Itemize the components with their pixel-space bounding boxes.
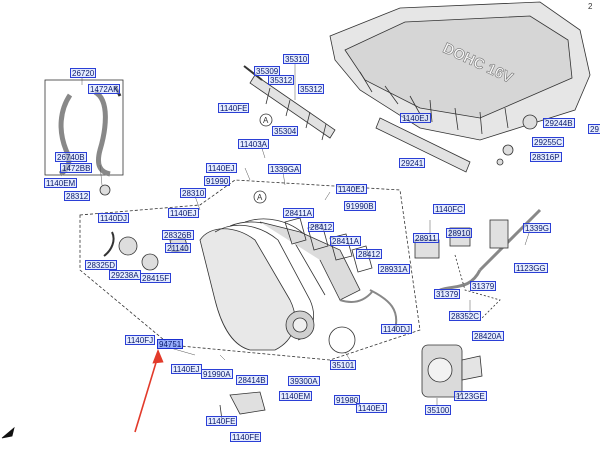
page-number: 2: [588, 2, 593, 11]
part-label-35312[interactable]: 35312: [268, 75, 295, 85]
pointer-arrow: [134, 348, 164, 433]
part-label-1140ej-c[interactable]: 1140EJ: [168, 208, 199, 218]
part-label-28420a[interactable]: 28420A: [472, 331, 504, 341]
part-label-35310[interactable]: 35310: [283, 54, 310, 64]
part-label-1123gg[interactable]: 1123GG: [514, 263, 548, 273]
part-label-1140ej-e[interactable]: 1140EJ: [171, 364, 202, 374]
part-label-39300a[interactable]: 39300A: [288, 376, 320, 386]
part-label-28910[interactable]: 28910: [446, 228, 473, 238]
part-label-29-cut[interactable]: 29: [588, 124, 600, 134]
part-label-1472ak[interactable]: 1472AK: [88, 84, 121, 94]
part-label-1339ga[interactable]: 1339GA: [268, 164, 302, 174]
part-label-1140ej[interactable]: 1140EJ: [206, 163, 237, 173]
part-label-91990b[interactable]: 91990B: [344, 201, 376, 211]
part-label-28352c[interactable]: 28352C: [449, 311, 482, 321]
part-label-35100[interactable]: 35100: [425, 405, 452, 415]
part-label-28911[interactable]: 28911: [413, 233, 439, 243]
part-label-28415f[interactable]: 28415F: [140, 273, 172, 283]
part-label-91990[interactable]: 91990: [204, 176, 231, 186]
part-label-29255c[interactable]: 29255C: [532, 137, 565, 147]
part-label-28316p[interactable]: 28316P: [530, 152, 562, 162]
part-label-28931a[interactable]: 28931A: [378, 264, 410, 274]
part-label-91980[interactable]: 91980: [334, 395, 361, 405]
part-label-28412[interactable]: 28412: [308, 222, 335, 232]
part-label-29244b[interactable]: 29244B: [543, 118, 575, 128]
part-label-28412-b[interactable]: 28412: [356, 249, 383, 259]
part-label-26720[interactable]: 26720: [70, 68, 97, 78]
part-label-1472bb[interactable]: 1472BB: [60, 163, 93, 173]
part-label-21140[interactable]: 21140: [165, 243, 191, 253]
part-label-1123ge[interactable]: 1123GE: [454, 391, 487, 401]
part-label-1140em[interactable]: 1140EM: [44, 178, 78, 188]
part-label-1140ej-d[interactable]: 1140EJ: [400, 113, 431, 123]
part-label-35309[interactable]: 35309: [254, 66, 281, 76]
part-label-28326b[interactable]: 28326B: [162, 230, 194, 240]
part-label-28325d[interactable]: 28325D: [85, 260, 118, 270]
throttle-body-drawing: [421, 344, 483, 398]
engine-cover-drawing: [329, 1, 591, 141]
part-label-1140em-b[interactable]: 1140EM: [279, 391, 313, 401]
fuel-rail-drawing: [243, 65, 336, 141]
part-label-26740b[interactable]: 26740B: [55, 152, 87, 162]
part-label-1140fe[interactable]: 1140FE: [218, 103, 250, 113]
part-label-28312[interactable]: 28312: [64, 191, 91, 201]
callout-a-circle-1: [259, 113, 273, 127]
part-label-1339g[interactable]: 1339G: [523, 223, 552, 233]
part-label-35101[interactable]: 35101: [330, 360, 357, 370]
part-label-28414b[interactable]: 28414B: [236, 375, 268, 385]
callout-a-1: A: [263, 116, 269, 125]
part-label-35304[interactable]: 35304: [272, 126, 299, 136]
part-label-94751[interactable]: 94751: [157, 339, 184, 349]
part-label-91990a[interactable]: 91990A: [201, 369, 233, 379]
part-label-1140ej-b[interactable]: 1140EJ: [336, 184, 367, 194]
part-label-29238a[interactable]: 29238A: [109, 270, 141, 280]
intake-manifold-drawing: [199, 218, 361, 351]
part-label-35312-b[interactable]: 35312: [298, 84, 325, 94]
part-label-1140dj[interactable]: 1140DJ: [98, 213, 129, 223]
part-label-1140fc[interactable]: 1140FC: [433, 204, 465, 214]
corner-arrow-icon: [1, 426, 15, 439]
part-label-28310[interactable]: 28310: [180, 188, 207, 198]
vacuum-pipes-drawing: [339, 208, 542, 331]
callout-a-circle-2: [253, 190, 267, 204]
part-label-1140ej-f[interactable]: 1140EJ: [356, 403, 387, 413]
part-label-1140fe-b[interactable]: 1140FE: [206, 416, 238, 426]
part-label-28411a[interactable]: 28411A: [283, 208, 314, 218]
part-label-29241[interactable]: 29241: [399, 158, 426, 168]
part-label-1140dj-b[interactable]: 1140DJ: [381, 324, 412, 334]
part-label-11403a[interactable]: 11403A: [238, 139, 269, 149]
part-label-1140fj[interactable]: 1140FJ: [125, 335, 156, 345]
part-label-1140fe-c[interactable]: 1140FE: [230, 432, 262, 442]
part-label-28411a-b[interactable]: 28411A: [330, 236, 361, 246]
part-label-31379[interactable]: 31379: [470, 281, 497, 291]
part-label-31379-b[interactable]: 31379: [434, 289, 461, 299]
callout-a-2: A: [257, 193, 263, 202]
